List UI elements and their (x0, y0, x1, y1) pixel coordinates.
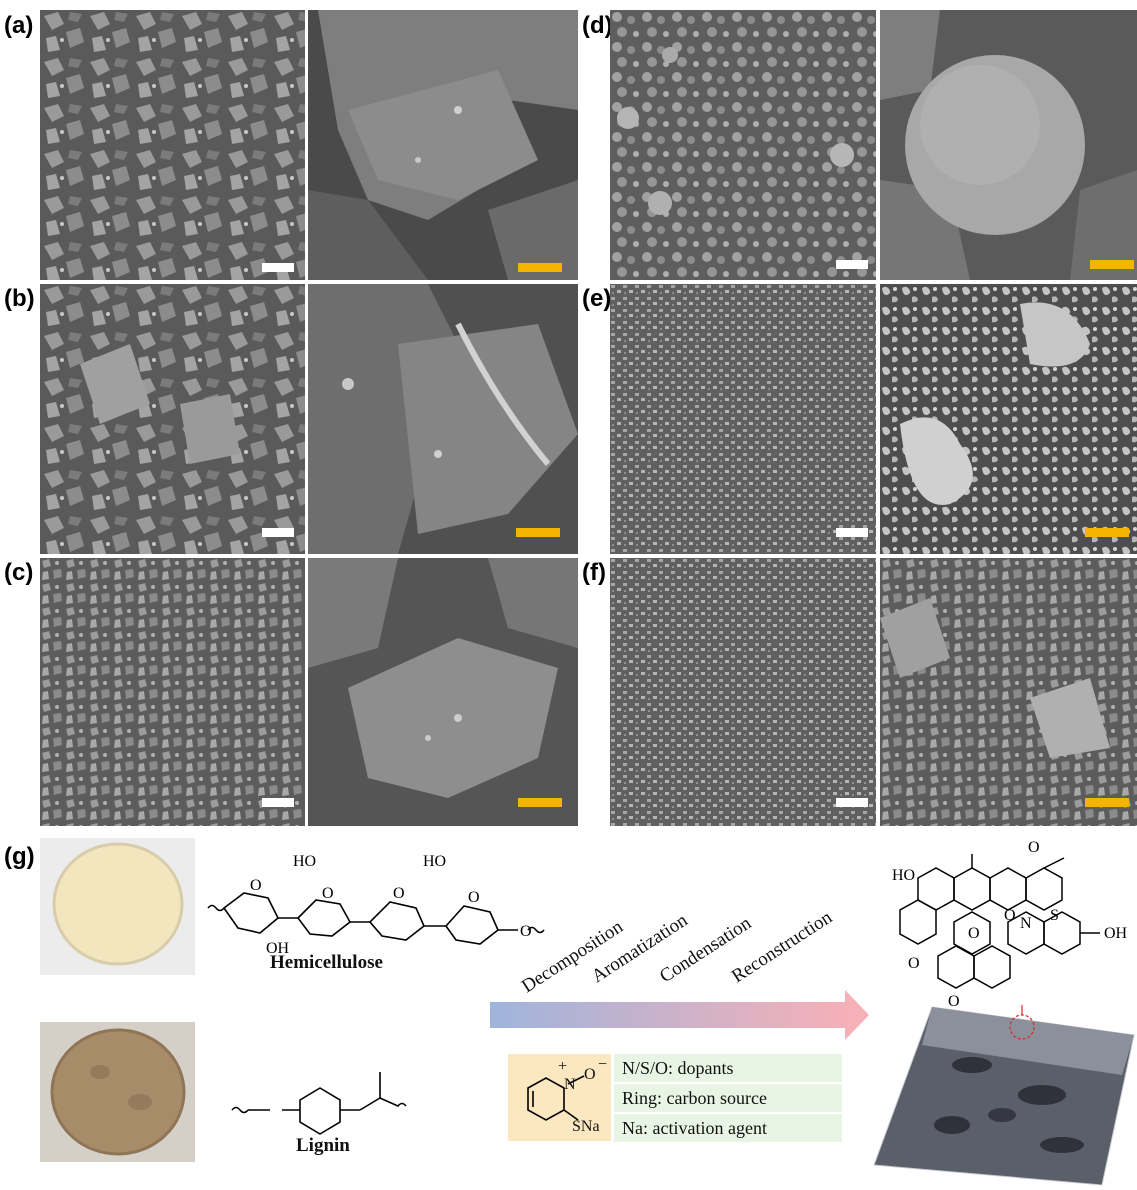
process-arrow-head (845, 990, 869, 1040)
charge-minus: − (598, 1056, 608, 1073)
panel-label-e: (e) (582, 285, 612, 312)
lignin-powder-photo (40, 1022, 195, 1162)
scale-bar (1085, 528, 1129, 537)
sem-image-a-high-mag (308, 10, 578, 280)
panel-label-f: (f) (582, 559, 606, 586)
scale-bar (518, 263, 562, 272)
panel-label-d: (d) (582, 12, 613, 39)
svg-text:N: N (1020, 915, 1032, 932)
role-activation-agent: Na: activation agent (614, 1114, 842, 1143)
sem-image-d-low-mag (610, 10, 876, 280)
lignin-label: Lignin (296, 1135, 350, 1156)
porous-carbon-3d-model (873, 1005, 1135, 1186)
svg-text:HO: HO (892, 867, 915, 884)
scale-bar (1085, 798, 1129, 807)
sem-image-e-high-mag (880, 284, 1137, 554)
svg-text:S: S (1050, 907, 1059, 924)
scale-bar (836, 528, 868, 537)
scale-bar (518, 798, 562, 807)
svg-text:HO: HO (423, 853, 446, 870)
panel-label-g: (g) (4, 843, 35, 870)
hemicellulose-powder-photo (40, 838, 195, 975)
atom-n: N (564, 1076, 576, 1093)
scale-bar (262, 798, 294, 807)
additive-role-legend: N/S/O: dopants Ring: carbon source Na: a… (614, 1054, 842, 1144)
scale-bar (836, 260, 868, 269)
role-carbon-source: Ring: carbon source (614, 1084, 842, 1113)
scale-bar (1090, 260, 1134, 269)
charge-plus: + (558, 1058, 568, 1075)
svg-text:O: O (250, 877, 262, 894)
doped-carbon-structure: HO O O N S O O OH O (892, 839, 1128, 1008)
svg-text:O: O (393, 885, 405, 902)
svg-text:O: O (520, 923, 532, 940)
svg-text:O: O (322, 885, 334, 902)
hemicellulose-structure: O O OH HO O HO O O (207, 853, 545, 957)
svg-text:O: O (948, 993, 960, 1008)
sem-image-f-high-mag (880, 558, 1137, 826)
panel-label-a: (a) (4, 12, 34, 39)
lignin-structure (231, 1072, 407, 1135)
sem-image-a-low-mag (40, 10, 305, 280)
pyrithione-structure (527, 1075, 585, 1121)
sem-image-c-high-mag (308, 558, 578, 826)
svg-text:O: O (908, 955, 920, 972)
svg-text:O: O (468, 889, 480, 906)
process-arrow-body (490, 1002, 845, 1028)
svg-text:OH: OH (266, 940, 290, 957)
sem-image-b-low-mag (40, 284, 305, 554)
additive-molecule-box: N + O − SNa (508, 1054, 611, 1141)
panel-label-b: (b) (4, 285, 35, 312)
sem-image-e-low-mag (610, 284, 876, 554)
svg-text:O: O (1004, 907, 1016, 924)
scale-bar (836, 798, 868, 807)
sem-image-f-low-mag (610, 558, 876, 826)
svg-text:O: O (968, 925, 980, 942)
scale-bar (262, 528, 294, 537)
hemicellulose-label: Hemicellulose (270, 952, 383, 973)
scale-bar (262, 263, 294, 272)
sem-image-c-low-mag (40, 558, 305, 826)
panel-label-c: (c) (4, 559, 34, 586)
sem-image-d-high-mag (880, 10, 1137, 280)
scale-bar (516, 528, 560, 537)
atom-sna: SNa (572, 1118, 600, 1135)
sem-image-b-high-mag (308, 284, 578, 554)
role-dopants: N/S/O: dopants (614, 1054, 842, 1083)
atom-o: O (584, 1066, 596, 1083)
svg-text:O: O (1028, 839, 1040, 856)
svg-text:OH: OH (1104, 925, 1128, 942)
svg-text:HO: HO (293, 853, 316, 870)
